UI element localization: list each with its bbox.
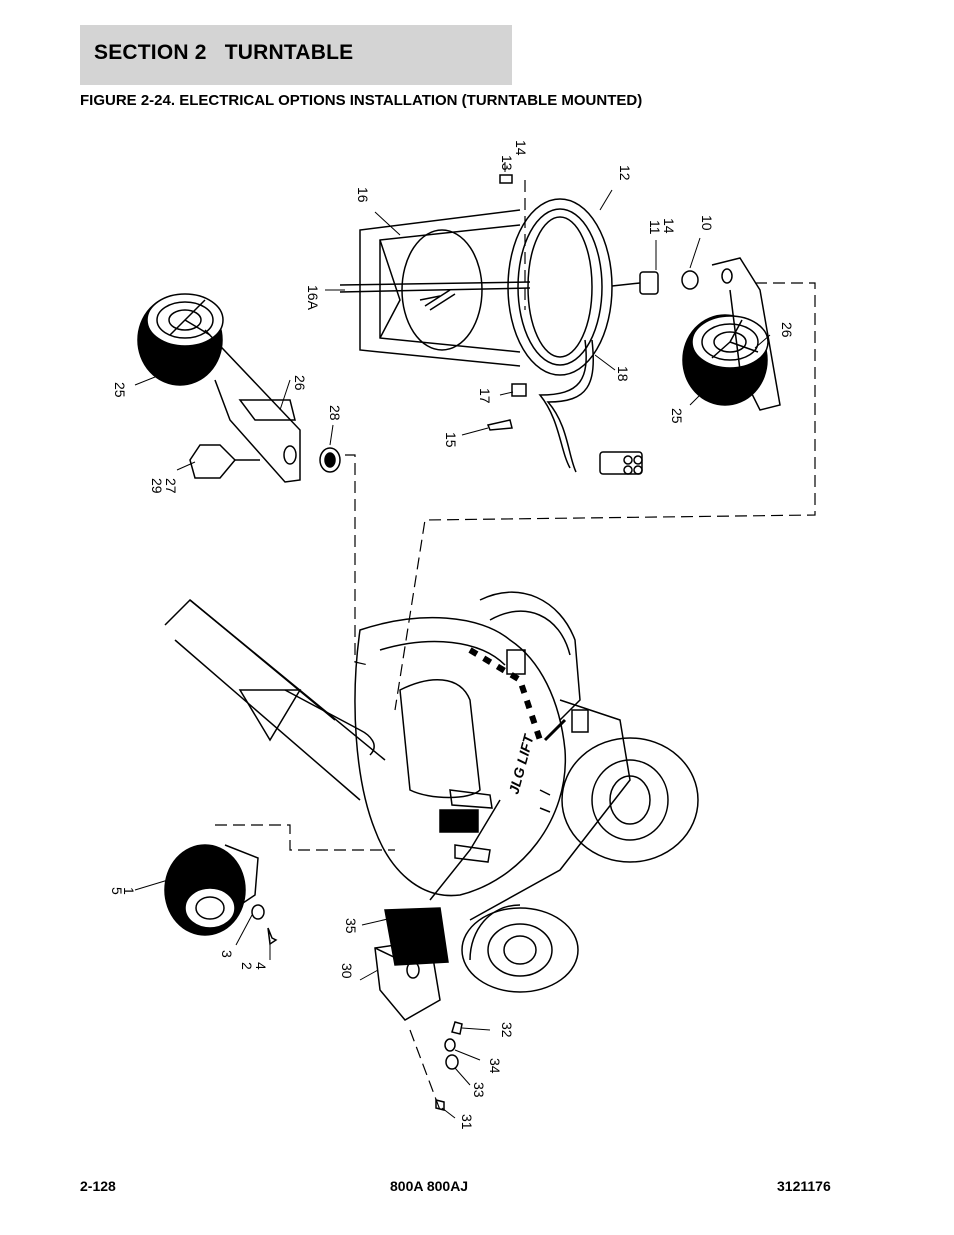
- callout-11: 11: [647, 220, 663, 235]
- callout-26-right: 26: [779, 322, 795, 338]
- callout-26-left: 26: [292, 375, 308, 391]
- callout-16a: 16A: [305, 285, 321, 311]
- callout-12: 12: [617, 165, 633, 181]
- callout-13: 13: [499, 155, 515, 171]
- callout-33: 33: [471, 1082, 487, 1098]
- machine-logo: JLG LIFT: [505, 732, 537, 796]
- section-title: SECTION 2 TURNTABLE: [94, 41, 354, 64]
- right-alarm-assembly: [682, 257, 781, 411]
- callout-15: 15: [443, 432, 459, 448]
- callout-34: 34: [487, 1058, 503, 1074]
- callout-32: 32: [499, 1022, 515, 1038]
- callout-30: 30: [339, 963, 355, 979]
- bottom-light-box: [374, 907, 463, 1111]
- document-number: 3121176: [777, 1178, 831, 1194]
- callout-3: 3: [219, 950, 235, 958]
- callout-35: 35: [343, 918, 359, 934]
- callout-27: 27: [163, 478, 179, 494]
- callout-10: 10: [699, 215, 715, 231]
- leader-lines: [215, 180, 816, 1111]
- callout-2: 2: [239, 962, 255, 970]
- model-number: 800A 800AJ: [390, 1178, 469, 1194]
- callout-17: 17: [477, 388, 493, 404]
- section-header: SECTION 2 TURNTABLE: [80, 25, 512, 85]
- callout-18: 18: [615, 366, 631, 382]
- callout-5: 5: [109, 887, 125, 895]
- callout-31: 31: [459, 1114, 475, 1130]
- page-number: 2-128: [80, 1178, 116, 1194]
- lower-left-alarm-assembly: [164, 844, 278, 946]
- callout-25-right: 25: [669, 408, 685, 424]
- callout-numbers: 13 14 12 16 11 14 10 16A 25 26 26 25 18 …: [109, 140, 795, 1130]
- callout-1: 1: [121, 887, 137, 895]
- callout-leaders: [134, 162, 771, 1119]
- callout-16: 16: [355, 187, 371, 203]
- machine-body: [164, 591, 631, 921]
- figure-title: FIGURE 2-24. ELECTRICAL OPTIONS INSTALLA…: [80, 92, 643, 109]
- callout-4: 4: [253, 962, 269, 970]
- callout-28: 28: [327, 405, 343, 421]
- left-alarm-assembly: [137, 293, 341, 483]
- callout-14b: 14: [661, 218, 677, 234]
- callout-25-left: 25: [112, 382, 128, 398]
- wheel-bottom: [461, 907, 579, 993]
- callout-29: 29: [149, 478, 165, 494]
- wheel-right: [561, 737, 699, 863]
- callout-14: 14: [513, 140, 529, 156]
- beacon-light-assembly: [339, 174, 699, 475]
